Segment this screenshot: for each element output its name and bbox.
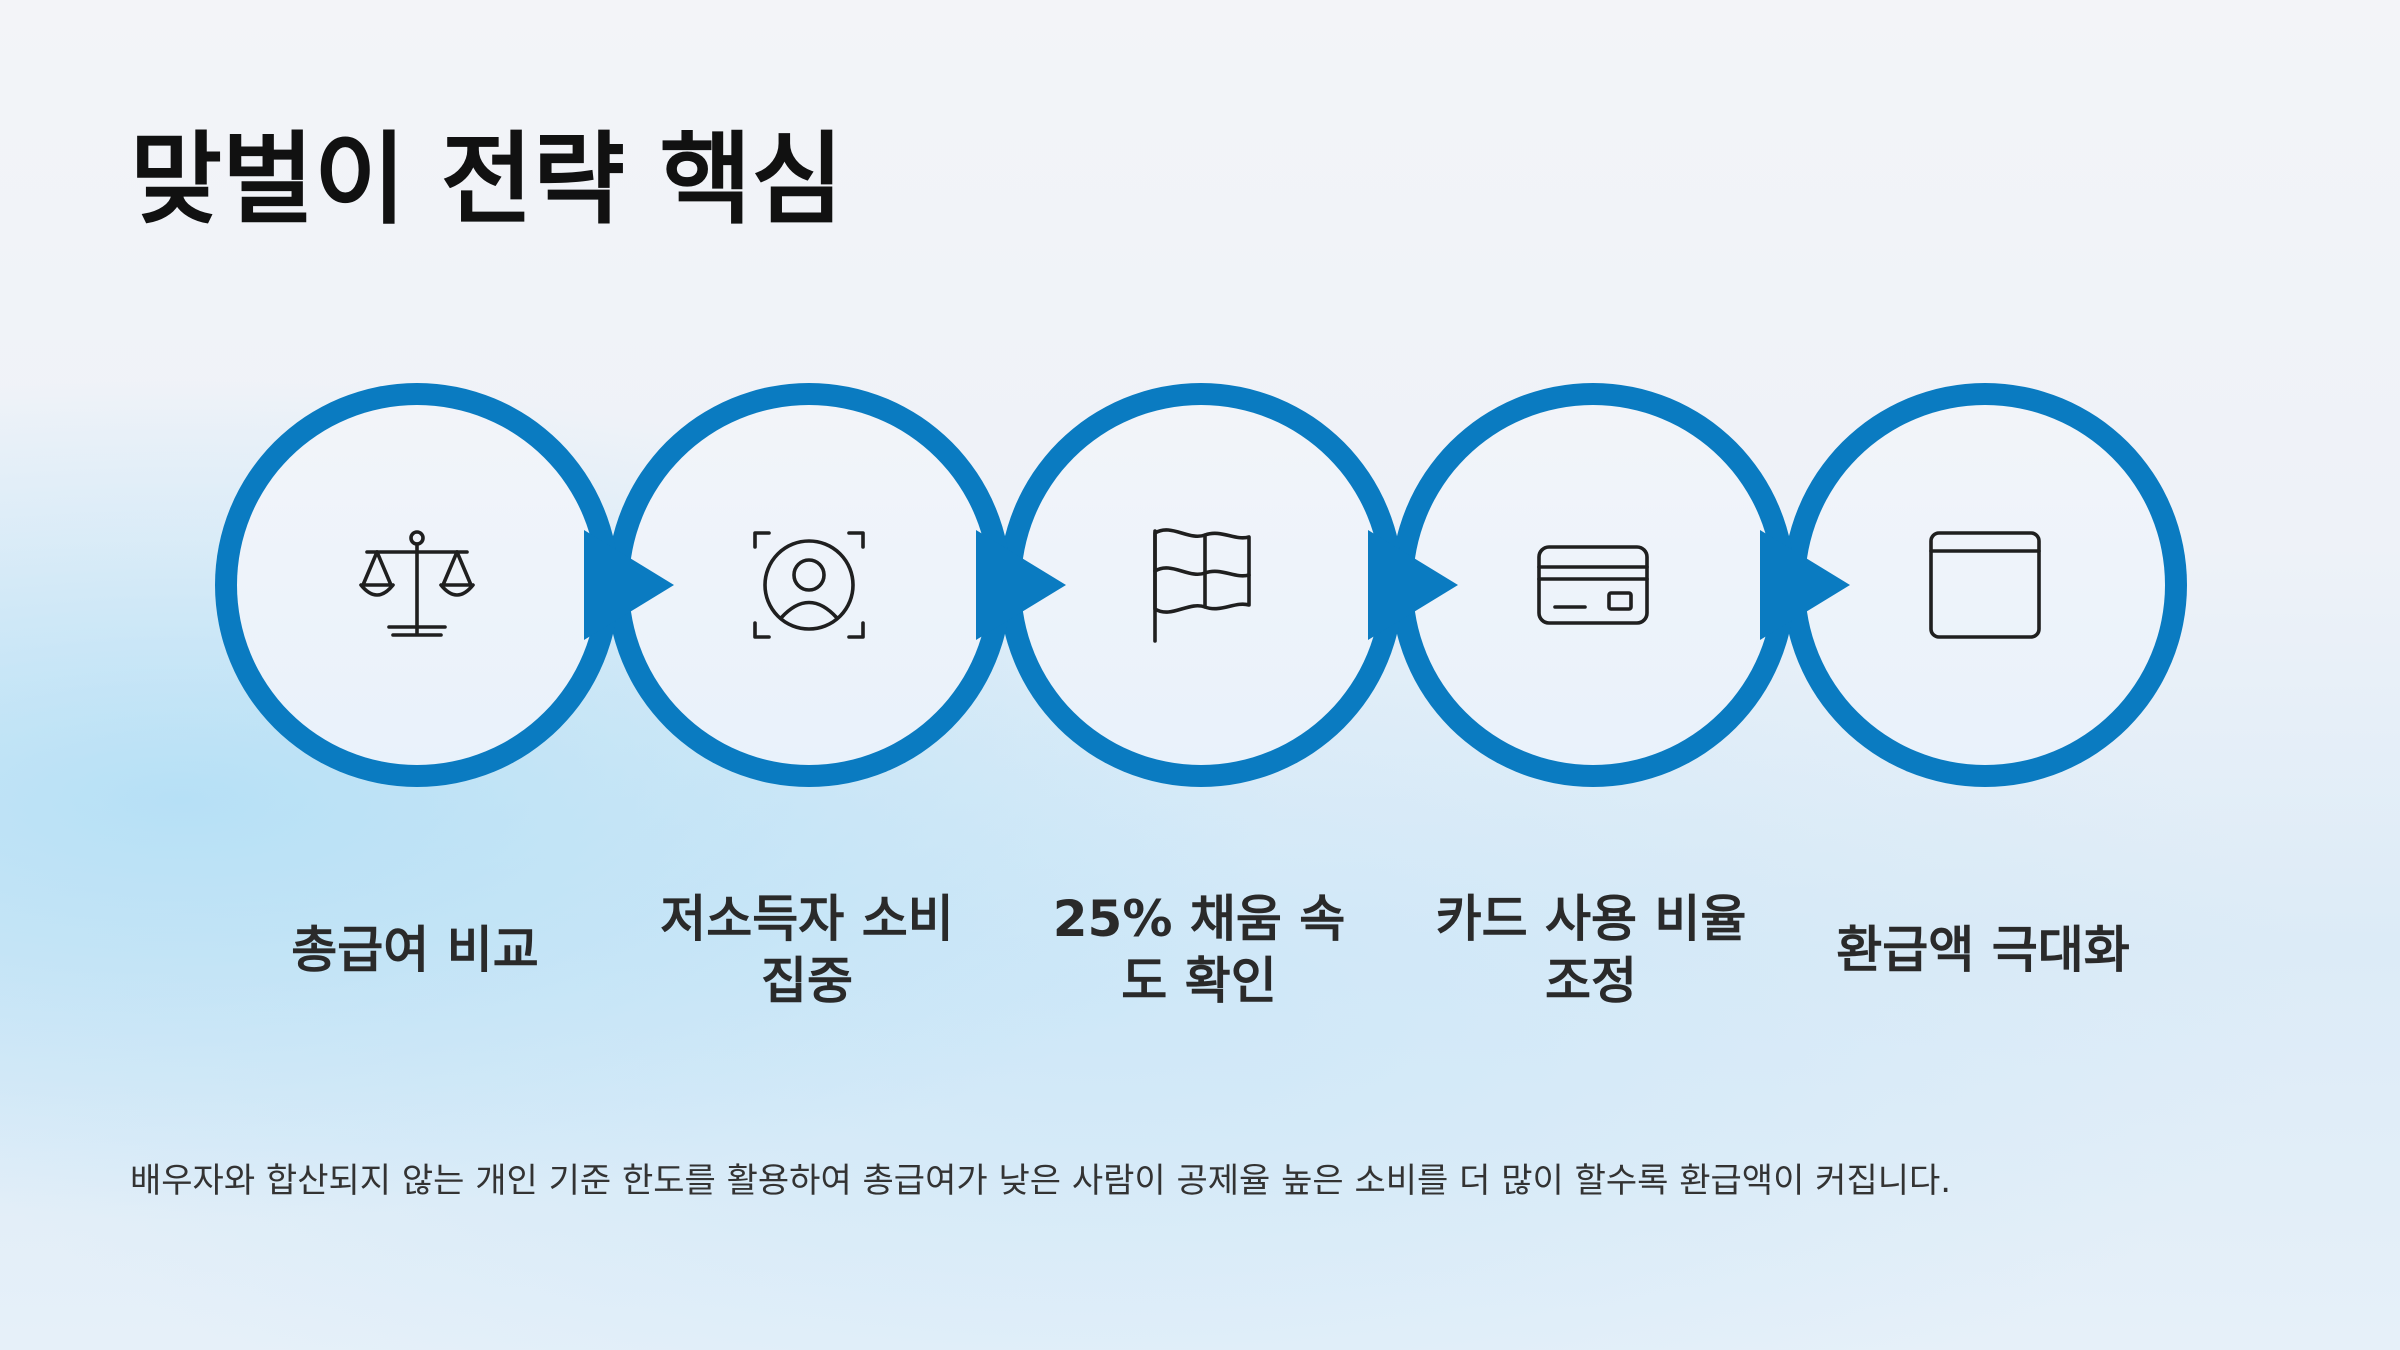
slide-footnote: 배우자와 합산되지 않는 개인 기준 한도를 활용하여 총급여가 낮은 사람이 … <box>130 1161 1952 1201</box>
step-label-4: 카드 사용 비율 조정 <box>1435 890 1747 1010</box>
step-connector-arrow-2 <box>976 530 1066 640</box>
step-node-4 <box>1391 383 1850 787</box>
step-label-3: 25% 채움 속도 확인 <box>1052 890 1346 1010</box>
step-node-5 <box>1783 383 2187 787</box>
flag-icon <box>1153 528 1251 643</box>
step-node-3 <box>999 383 1458 787</box>
step-label-1: 총급여 비교 <box>291 921 539 979</box>
step-connector-arrow-4 <box>1760 530 1850 640</box>
step-node-2 <box>607 383 1066 787</box>
process-flow <box>195 365 2215 805</box>
step-label-5: 환급액 극대화 <box>1836 921 2130 979</box>
balance-scale-icon <box>359 530 475 637</box>
user-focus-icon <box>753 531 865 639</box>
credit-card-icon <box>1537 545 1649 625</box>
process-flow-graphic <box>215 383 2187 787</box>
step-connector-arrow-1 <box>584 530 674 640</box>
step-connector-arrow-3 <box>1368 530 1458 640</box>
window-icon <box>1929 531 2041 639</box>
step-label-2: 저소득자 소비 집중 <box>660 890 954 1010</box>
slide-title: 맞벌이 전략 핵심 <box>130 121 844 238</box>
